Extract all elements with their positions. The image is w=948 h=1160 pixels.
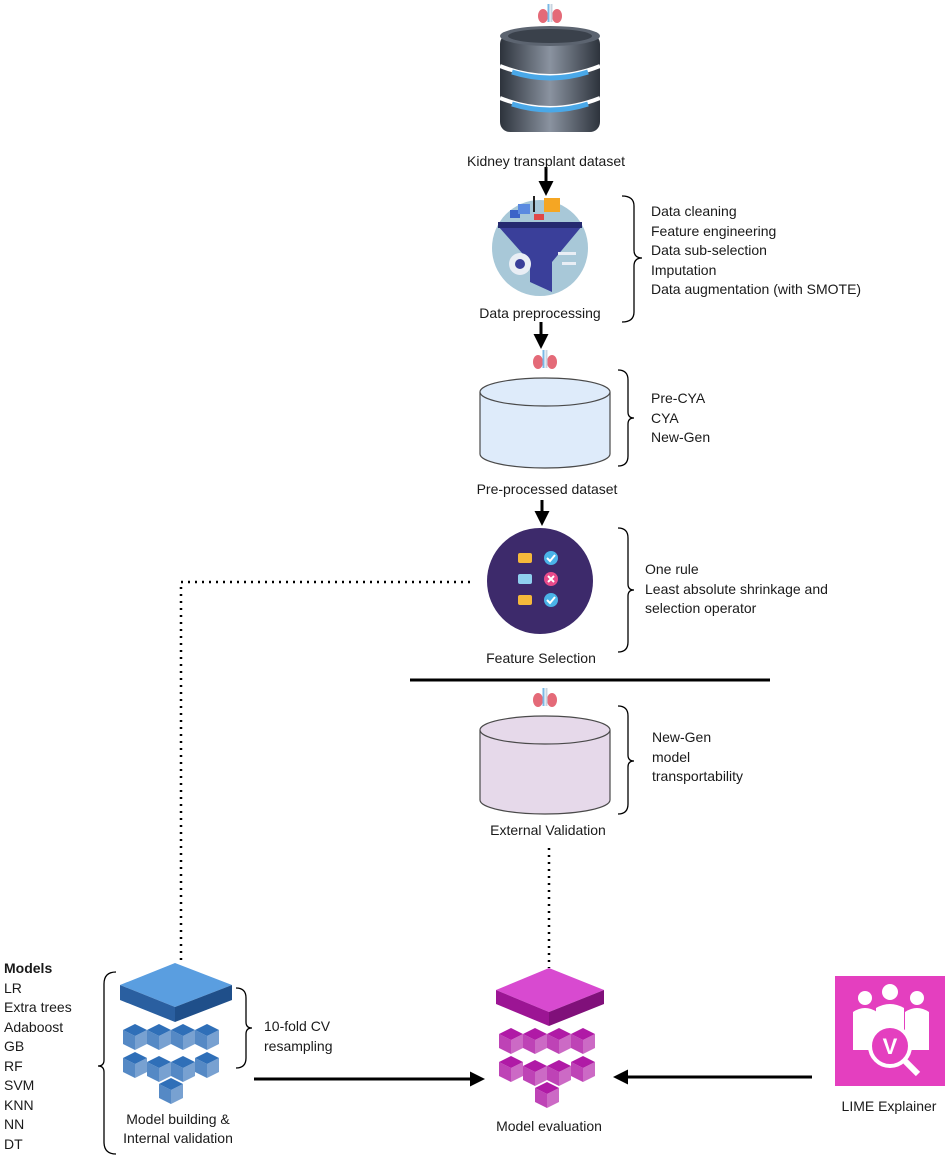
model-item: Extra trees xyxy=(4,999,72,1015)
brace-preprocessed xyxy=(617,369,635,467)
preprocessed-notes: Pre-CYA CYA New-Gen xyxy=(651,389,710,448)
kidney-icon xyxy=(533,688,557,707)
kidney-icon xyxy=(533,350,557,369)
model-item: SVM xyxy=(4,1077,35,1093)
note-item: resampling xyxy=(264,1037,333,1054)
model-item: DT xyxy=(4,1135,23,1152)
funnel-gear-icon xyxy=(492,196,588,296)
cube-stack-icon xyxy=(496,968,604,1108)
checklist-icon xyxy=(487,528,593,634)
brace-feature-selection xyxy=(617,527,635,653)
model-building-label-line1: Model building & xyxy=(126,1111,230,1127)
dotted-link-feature-to-model xyxy=(179,580,470,965)
database-icon xyxy=(499,26,601,132)
external-validation-label: External Validation xyxy=(490,822,606,838)
note-item: CYA xyxy=(651,409,679,426)
model-item: GB xyxy=(4,1038,25,1054)
preprocessed-cylinder xyxy=(479,377,611,469)
note-item: Data sub-selection xyxy=(651,242,767,258)
brace-external-validation xyxy=(617,705,635,815)
note-item: 10-fold CV xyxy=(264,1018,331,1034)
models-title: Models xyxy=(4,960,53,976)
model-item: NN xyxy=(4,1116,25,1132)
note-item: New-Gen xyxy=(652,729,712,745)
note-item: Least absolute shrinkage and xyxy=(645,580,828,597)
preprocessing-label: Data preprocessing xyxy=(479,305,601,321)
model-building-label-line2: Internal validation xyxy=(123,1130,233,1146)
dataset-label: Kidney transplant dataset xyxy=(467,153,625,169)
note-item: Imputation xyxy=(651,261,717,278)
note-item: transportability xyxy=(652,768,744,784)
cube-stack-icon xyxy=(120,963,232,1104)
note-item: model xyxy=(652,748,691,765)
preprocessing-notes: Data cleaning Feature engineering Data s… xyxy=(651,202,861,300)
model-item: RF xyxy=(4,1057,23,1074)
note-item: Pre-CYA xyxy=(651,390,706,406)
lime-label: LIME Explainer xyxy=(841,1098,937,1114)
brace-model-building xyxy=(235,987,253,1069)
models-list: Models LR Extra trees Adaboost GB RF SVM… xyxy=(4,959,72,1154)
model-item: LR xyxy=(4,979,22,996)
model-building-label: Model building & Internal validation xyxy=(123,1110,233,1148)
note-item: Data augmentation (with SMOTE) xyxy=(651,281,862,297)
note-item: selection operator xyxy=(645,600,757,616)
model-evaluation-label: Model evaluation xyxy=(496,1118,602,1134)
feature-selection-notes: One rule Least absolute shrinkage and se… xyxy=(645,560,828,619)
kidney-icon xyxy=(538,4,562,23)
model-item: Adaboost xyxy=(4,1018,64,1035)
external-validation-cylinder xyxy=(479,715,611,815)
note-item: Data cleaning xyxy=(651,203,737,219)
external-validation-notes: New-Gen model transportability xyxy=(652,728,743,787)
brace-preprocessing xyxy=(621,195,643,323)
brace-models-list xyxy=(97,971,117,1155)
model-building-notes: 10-fold CV resampling xyxy=(264,1017,332,1056)
model-item: KNN xyxy=(4,1096,34,1113)
note-item: One rule xyxy=(645,561,699,577)
feature-selection-label: Feature Selection xyxy=(486,650,596,666)
group-people-icon xyxy=(835,976,945,1086)
note-item: New-Gen xyxy=(651,429,711,445)
lime-badge-letter: V xyxy=(883,1034,898,1059)
preprocessed-label: Pre-processed dataset xyxy=(476,481,618,497)
note-item: Feature engineering xyxy=(651,222,777,239)
